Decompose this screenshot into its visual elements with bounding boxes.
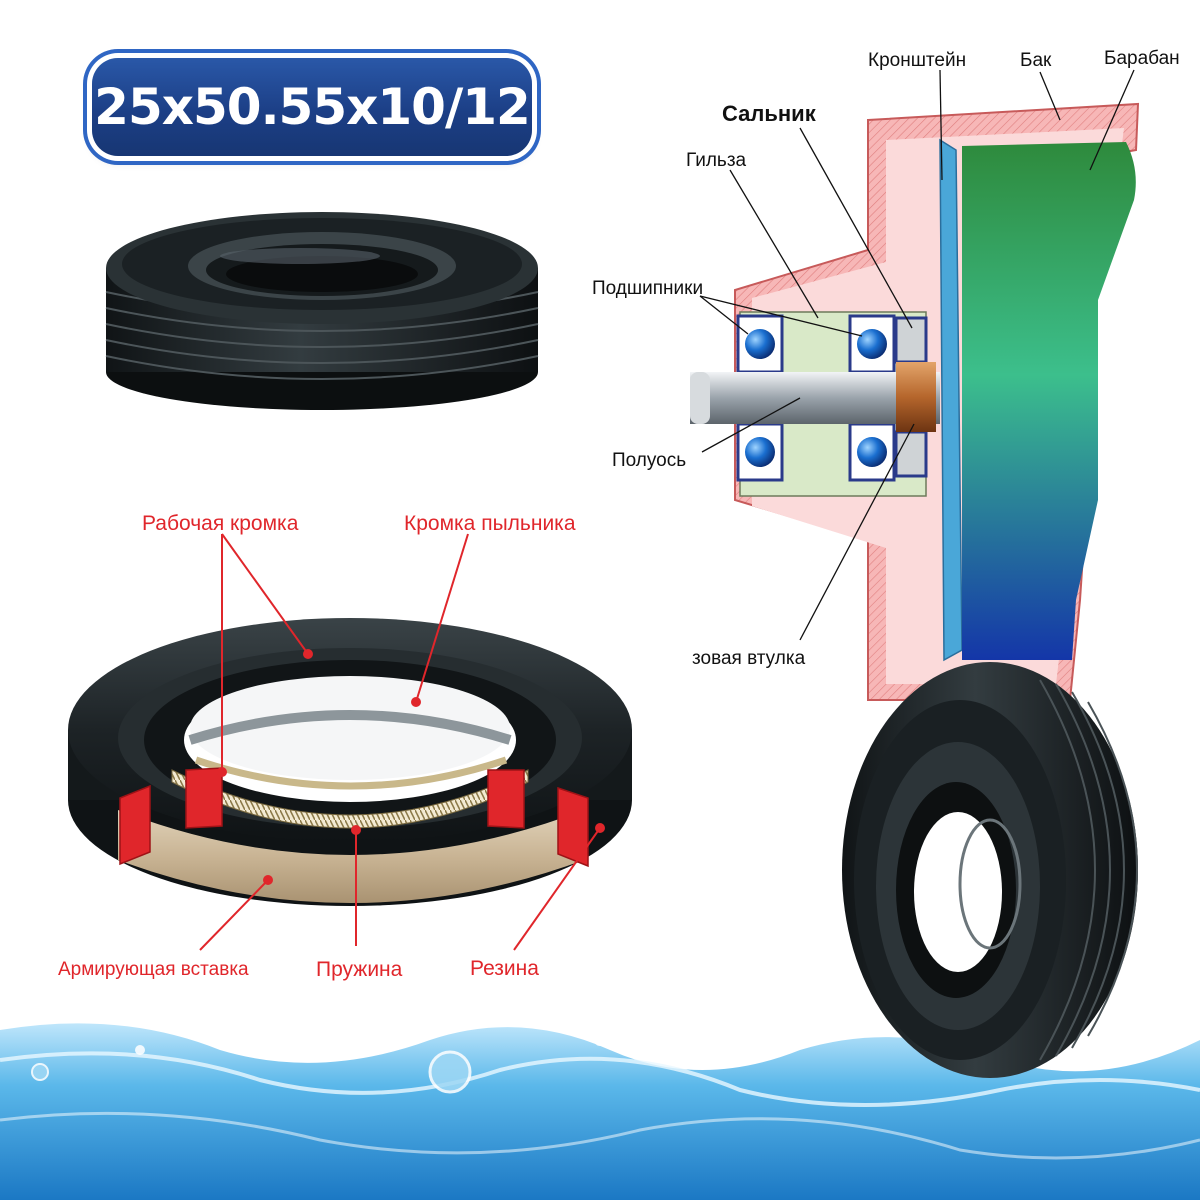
drum <box>962 142 1136 660</box>
label-rubber: Резина <box>470 957 539 980</box>
label-reinforcing-insert: Армирующая вставка <box>58 959 249 980</box>
label-spring: Пружина <box>316 958 403 981</box>
bearing-left <box>736 314 784 482</box>
spring <box>171 769 529 829</box>
installation-diagram: Кронштейн Бак Барабан Сальник Гильза Под… <box>592 48 1180 701</box>
seal-photo-top <box>105 212 539 410</box>
reinforcing-insert <box>118 810 584 903</box>
label-bearings: Подшипники <box>592 278 703 299</box>
water-splash <box>0 1023 1200 1200</box>
bushing <box>896 362 936 432</box>
label-sleeve: Гильза <box>686 150 747 171</box>
label-dust-lip: Кромка пыльника <box>404 512 576 535</box>
label-seal: Сальник <box>722 101 817 126</box>
bearing-right <box>848 314 896 482</box>
size-badge: 25x50.55x10/12 <box>92 58 532 156</box>
label-half-axle: Полуось <box>612 450 686 471</box>
label-drum: Барабан <box>1104 48 1180 69</box>
label-tank: Бак <box>1020 50 1052 71</box>
seal-anatomy: Рабочая кромка Кромка пыльника Армирующа… <box>58 512 632 981</box>
seal-photo-side <box>842 662 1138 1078</box>
label-bushing: зовая втулка <box>692 648 806 669</box>
label-bracket: Кронштейн <box>868 50 966 71</box>
label-working-lip: Рабочая кромка <box>142 512 299 535</box>
size-code: 25x50.55x10/12 <box>94 78 531 136</box>
